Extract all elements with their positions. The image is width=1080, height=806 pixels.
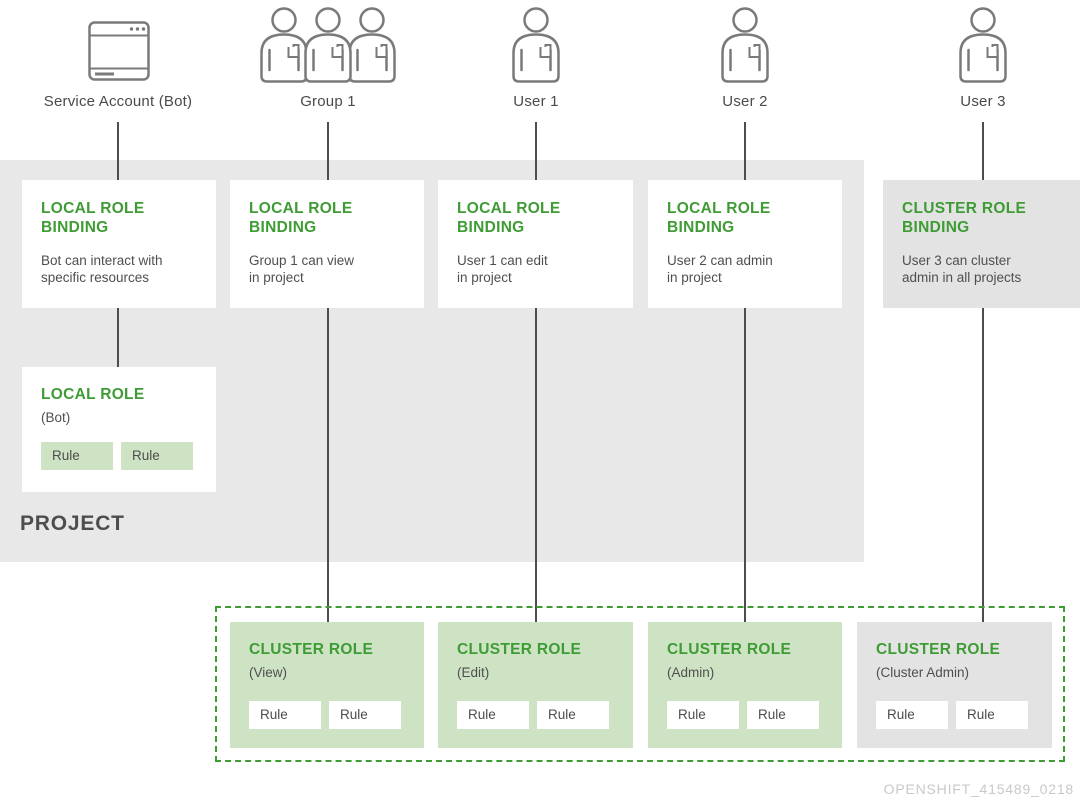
project-label: PROJECT — [20, 512, 125, 535]
group-icon — [253, 6, 403, 86]
rule-chip: Rule — [956, 701, 1028, 729]
user-icon — [505, 6, 567, 86]
cluster-role-card-edit: CLUSTER ROLE (Edit) Rule Rule — [438, 622, 633, 748]
rule-chip: Rule — [329, 701, 401, 729]
card-description: Group 1 can view in project — [249, 253, 355, 285]
connector-line — [117, 122, 119, 180]
card-subtitle: (Bot) — [41, 410, 71, 425]
card-title: CLUSTER ROLE — [457, 641, 582, 658]
entity-label-service-account: Service Account (Bot) — [43, 93, 193, 110]
connector-line — [982, 308, 984, 622]
rule-chip: Rule — [537, 701, 609, 729]
card-description: Bot can interact with specific resources — [41, 253, 163, 285]
card-title: CLUSTER ROLE BINDING — [902, 200, 1027, 236]
rule-chip: Rule — [667, 701, 739, 729]
entity-label-user-2: User 2 — [722, 93, 768, 110]
card-subtitle: (View) — [249, 665, 288, 680]
rule-chip: Rule — [747, 701, 819, 729]
watermark-text: OPENSHIFT_415489_0218 — [883, 781, 1074, 797]
card-title: LOCAL ROLE BINDING — [667, 200, 771, 236]
card-title: LOCAL ROLE BINDING — [41, 200, 145, 236]
rule-chip: Rule — [41, 442, 113, 470]
card-title: CLUSTER ROLE — [876, 641, 1001, 658]
connector-line — [744, 308, 746, 622]
connector-line — [744, 122, 746, 180]
card-title: LOCAL ROLE BINDING — [249, 200, 353, 236]
card-subtitle: (Admin) — [667, 665, 715, 680]
connector-line — [535, 122, 537, 180]
rule-chip: Rule — [121, 442, 193, 470]
cluster-roles-dashed-region — [215, 606, 1065, 762]
connector-line — [327, 308, 329, 622]
card-subtitle: (Edit) — [457, 665, 490, 680]
local-role-binding-card-user-2: LOCAL ROLE BINDING User 2 can admin in p… — [648, 180, 842, 308]
card-title: LOCAL ROLE — [41, 386, 145, 403]
entity-label-user-1: User 1 — [513, 93, 559, 110]
card-description: User 1 can edit in project — [457, 253, 548, 285]
cluster-role-binding-card-user-3: CLUSTER ROLE BINDING User 3 can cluster … — [883, 180, 1080, 308]
card-description: User 2 can admin in project — [667, 253, 773, 285]
user-icon — [952, 6, 1014, 86]
connector-line — [117, 308, 119, 367]
user-icon — [714, 6, 776, 86]
connector-line — [327, 122, 329, 180]
card-subtitle: (Cluster Admin) — [876, 665, 970, 680]
card-description: User 3 can cluster admin in all projects — [902, 253, 1022, 285]
entity-label-group-1: Group 1 — [300, 93, 356, 110]
local-role-binding-card-group-1: LOCAL ROLE BINDING Group 1 can view in p… — [230, 180, 424, 308]
local-role-card-bot: LOCAL ROLE (Bot) Rule Rule — [22, 367, 216, 492]
card-title: CLUSTER ROLE — [249, 641, 374, 658]
card-title: CLUSTER ROLE — [667, 641, 792, 658]
app-window-icon — [88, 21, 150, 81]
cluster-role-card-admin: CLUSTER ROLE (Admin) Rule Rule — [648, 622, 842, 748]
rule-chip: Rule — [457, 701, 529, 729]
rule-chip: Rule — [249, 701, 321, 729]
connector-line — [535, 308, 537, 622]
local-role-binding-card-user-1: LOCAL ROLE BINDING User 1 can edit in pr… — [438, 180, 633, 308]
local-role-binding-card-bot: LOCAL ROLE BINDING Bot can interact with… — [22, 180, 216, 308]
entity-label-user-3: User 3 — [960, 93, 1006, 110]
cluster-role-card-view: CLUSTER ROLE (View) Rule Rule — [230, 622, 424, 748]
card-title: LOCAL ROLE BINDING — [457, 200, 561, 236]
rule-chip: Rule — [876, 701, 948, 729]
cluster-role-card-cluster-admin: CLUSTER ROLE (Cluster Admin) Rule Rule — [857, 622, 1052, 748]
connector-line — [982, 122, 984, 180]
